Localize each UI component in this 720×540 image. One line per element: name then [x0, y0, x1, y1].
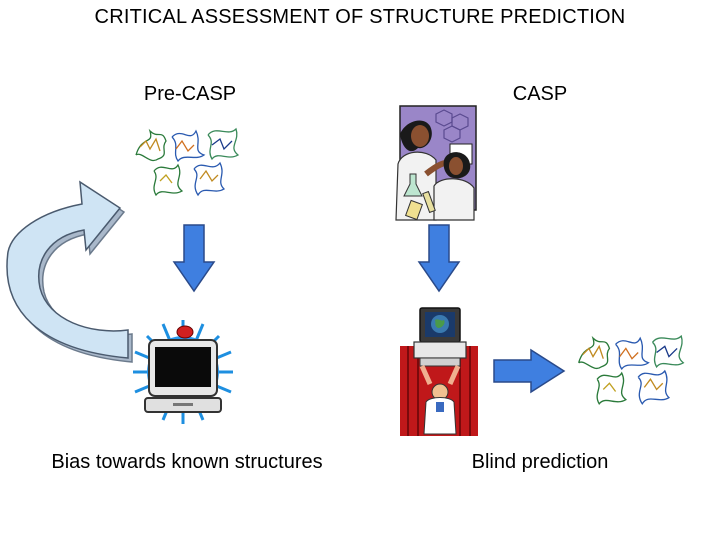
right-arrow-icon [493, 348, 566, 394]
scientists-lab-icon [395, 105, 477, 221]
down-arrow-icon [172, 224, 216, 293]
bias-caption: Bias towards known structures [51, 451, 323, 473]
blind-prediction-caption: Blind prediction [471, 451, 609, 473]
precasp-label: Pre-CASP [143, 83, 237, 105]
page-title: CRITICAL ASSESSMENT OF STRUCTURE PREDICT… [94, 6, 626, 28]
computer-presenter-icon [400, 307, 478, 436]
down-arrow-icon [417, 224, 461, 293]
casp-label: CASP [512, 83, 568, 105]
predicted-protein-structure-icon [578, 334, 685, 406]
computer-monitor-icon [133, 320, 233, 424]
protein-structure-icon [135, 127, 240, 197]
curved-feedback-arrow-icon [6, 180, 133, 363]
